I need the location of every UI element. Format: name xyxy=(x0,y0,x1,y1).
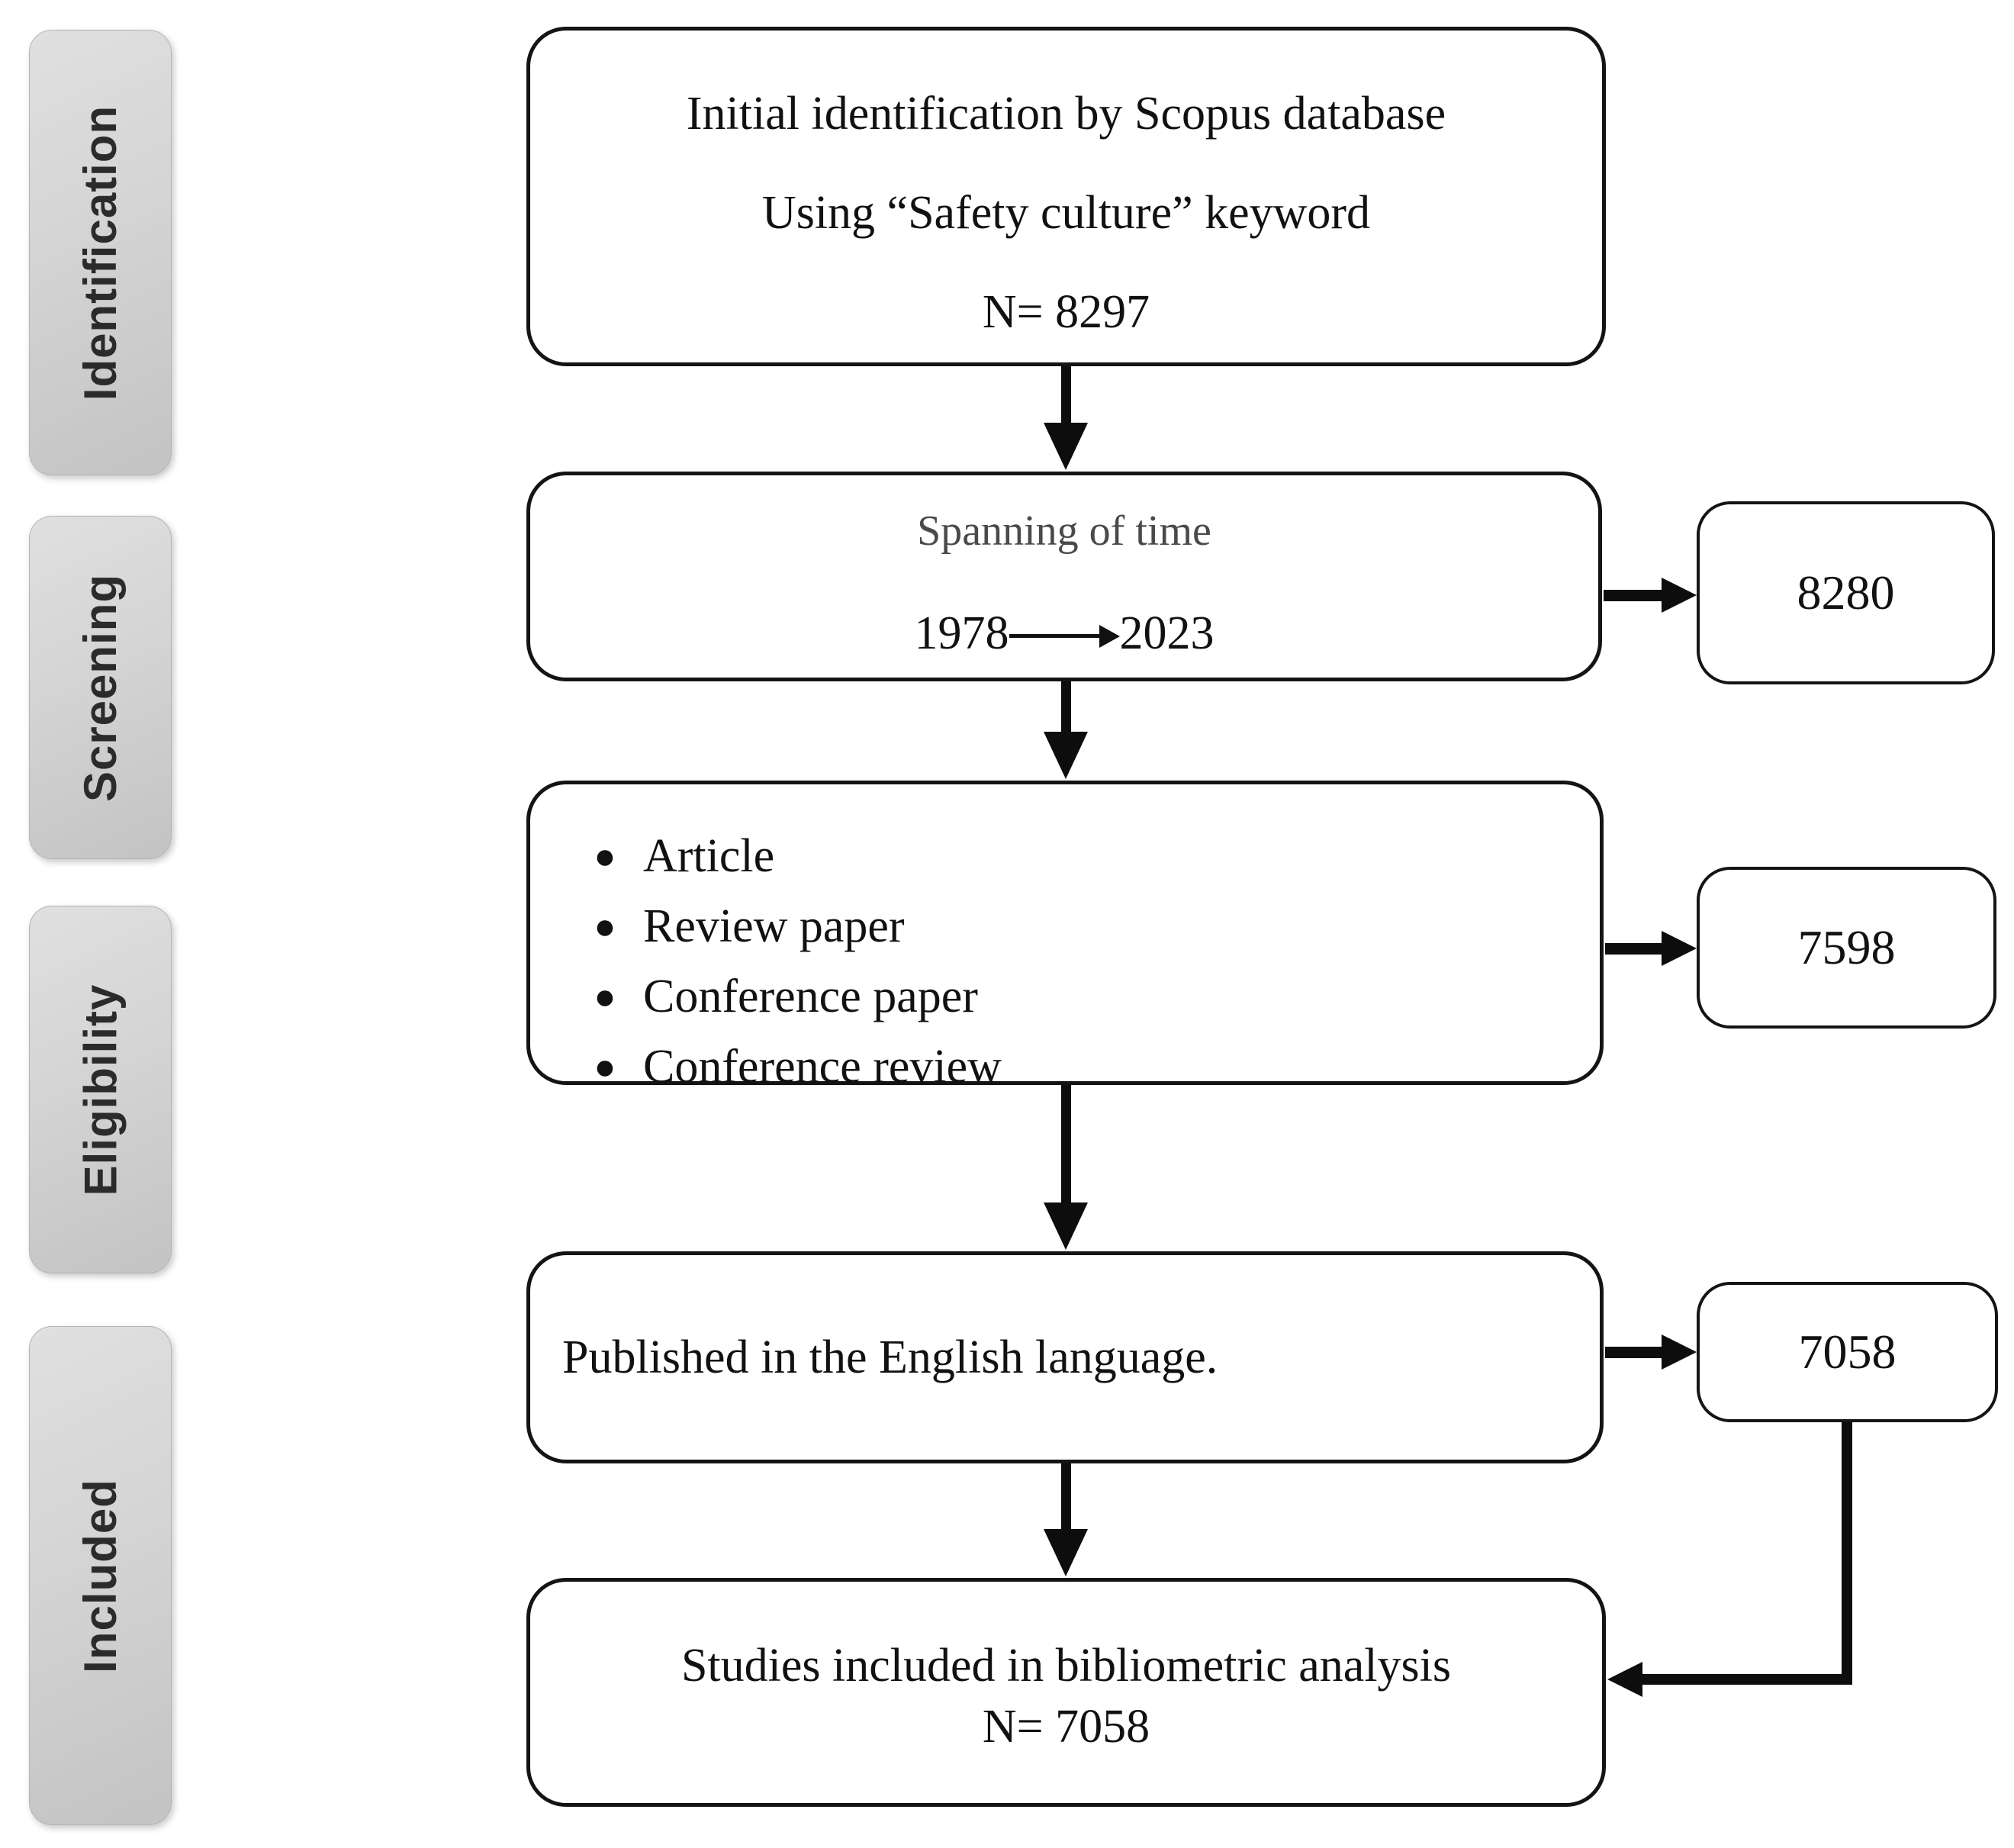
count-after-doctypes-value: 7598 xyxy=(1797,920,1896,974)
bullet-icon: ● xyxy=(594,1046,616,1087)
doctype-item: ● Conference review xyxy=(567,1032,1600,1102)
bullet-icon: ● xyxy=(594,835,616,877)
language-filter-text: Published in the English language. xyxy=(562,1331,1218,1383)
down-arrow-1-head xyxy=(1044,423,1088,470)
included-line-1: Studies included in bibliometric analysi… xyxy=(680,1640,1452,1692)
stage-eligibility: Eligibility xyxy=(29,906,172,1273)
count-after-timespan-value: 8280 xyxy=(1797,565,1895,620)
down-arrow-1 xyxy=(1044,366,1088,470)
down-arrow-4 xyxy=(1044,1463,1088,1576)
down-arrow-2 xyxy=(1044,681,1088,779)
stage-screening-label: Screening xyxy=(75,573,127,802)
count-after-timespan: 8280 xyxy=(1697,501,1995,684)
elbow-connector-arrow xyxy=(1607,1662,1852,1697)
timespan-title: Spanning of time xyxy=(917,507,1211,555)
down-arrow-3 xyxy=(1044,1085,1088,1250)
doctype-item: ● Article xyxy=(567,821,1600,891)
initial-count: N= 8297 xyxy=(982,286,1150,338)
bullet-icon: ● xyxy=(594,976,616,1017)
included-count: N= 7058 xyxy=(982,1701,1150,1753)
year-end: 2023 xyxy=(1119,607,1215,659)
elbow-connector-vertical xyxy=(1842,1422,1852,1684)
stage-identification: Identification xyxy=(29,30,172,475)
doctype-item: ● Review paper xyxy=(567,891,1600,961)
count-after-doctypes: 7598 xyxy=(1697,867,1996,1029)
doctype-conference-review: Conference review xyxy=(643,1040,1002,1093)
down-arrow-1-shaft xyxy=(1060,366,1071,423)
timespan-years: 1978 2023 xyxy=(915,607,1215,661)
stage-included-label: Included xyxy=(75,1478,126,1673)
doctype-review-paper: Review paper xyxy=(643,900,905,952)
year-start: 1978 xyxy=(914,607,1009,659)
box-document-types: ● Article ● Review paper ● Conference pa… xyxy=(526,781,1604,1093)
initial-line-2: Using “Safety culture” keyword xyxy=(761,187,1371,239)
box-time-span: Spanning of time 1978 2023 xyxy=(526,472,1602,681)
side-arrow-2 xyxy=(1605,931,1697,966)
stage-included: Included xyxy=(29,1326,172,1825)
stage-screening: Screening xyxy=(29,516,172,859)
stage-eligibility-label: Eligibility xyxy=(75,984,127,1196)
doctype-conference-paper: Conference paper xyxy=(643,970,978,1022)
box-included-studies: Studies included in bibliometric analysi… xyxy=(526,1578,1606,1807)
count-after-language: 7058 xyxy=(1697,1282,1998,1422)
year-range-arrow-icon xyxy=(1009,624,1120,648)
doctype-article: Article xyxy=(643,829,775,882)
count-after-language-value: 7058 xyxy=(1798,1325,1897,1379)
box-initial-identification: Initial identification by Scopus databas… xyxy=(526,27,1606,366)
doctype-item: ● Conference paper xyxy=(567,961,1600,1032)
stage-identification-label: Identification xyxy=(75,105,126,401)
side-arrow-1 xyxy=(1604,578,1697,613)
side-arrow-3 xyxy=(1605,1334,1697,1370)
bullet-icon: ● xyxy=(594,906,616,947)
elbow-arrow-head xyxy=(1607,1662,1642,1697)
box-language-filter: Published in the English language. xyxy=(526,1251,1604,1463)
initial-line-1: Initial identification by Scopus databas… xyxy=(686,88,1446,140)
